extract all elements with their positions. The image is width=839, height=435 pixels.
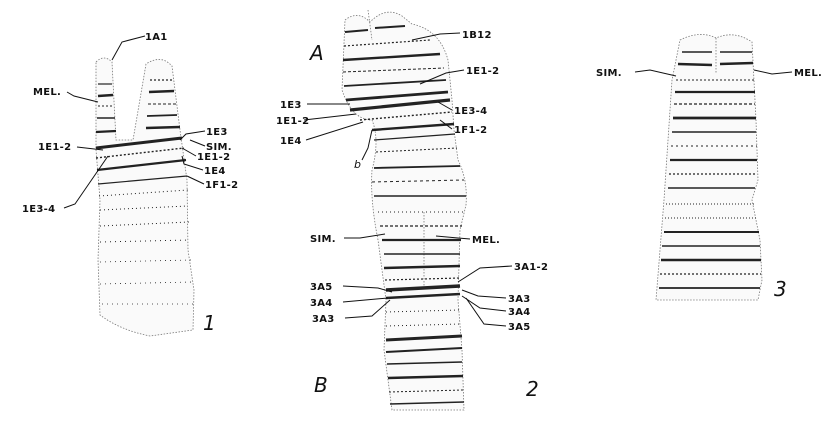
figure-2-label: 1E3-4	[454, 106, 487, 117]
figure-2-number: 2	[526, 377, 539, 401]
figure-2-label: 1B12	[462, 30, 492, 41]
figure-2-label: 3A1-2	[514, 262, 548, 273]
figure-2-label: 3A3	[312, 314, 335, 325]
figure-2-label: SIM.	[310, 234, 336, 245]
mark-label-b: b	[354, 158, 361, 171]
figure-1-label: 1E3	[206, 127, 228, 138]
figure-2-label: 3A4	[310, 298, 333, 309]
figure-3-label-mel: MEL.	[794, 68, 822, 79]
figure-2-label: 1E1-2	[466, 66, 499, 77]
figure-1-label: 1A1	[145, 32, 168, 43]
section-label-a: A	[308, 41, 324, 65]
figure-2-label: 1F1-2	[454, 125, 487, 136]
figure-3-label-sim: SIM.	[596, 68, 622, 79]
figure-1: 1A1 MEL. 1E3 SIM. 1E1-2 1E1-2 1E4 1F1-2 …	[22, 32, 238, 336]
chromosome-1-outline	[96, 58, 194, 336]
figure-2-label: 1E4	[280, 136, 302, 147]
figure-1-number: 1	[203, 311, 216, 335]
figure-1-label: 1E1-2	[197, 152, 230, 163]
figure-1-label: 1E1-2	[38, 142, 71, 153]
figure-3: SIM. MEL. 3	[596, 34, 822, 301]
figure-2-label: 3A5	[508, 322, 531, 333]
figure-2: 1B12 1E1-2 1E3 1E3-4 1E1-2 1F1-2 1E4 SIM…	[276, 10, 548, 410]
figure-2-label: 3A3	[508, 294, 531, 305]
figure-1-label: 1F1-2	[205, 180, 238, 191]
figure-2-label: MEL.	[472, 235, 500, 246]
section-label-b: B	[314, 373, 328, 397]
figure-2-label: 1E1-2	[276, 116, 309, 127]
figure-1-label: 1E4	[204, 166, 226, 177]
figure-1-label: 1E3-4	[22, 204, 55, 215]
figure-2-label: 3A5	[310, 282, 333, 293]
figure-3-number: 3	[774, 277, 787, 301]
figure-2-label: 1E3	[280, 100, 302, 111]
figure-2-label: 3A4	[508, 307, 531, 318]
figure-1-label: MEL.	[33, 87, 61, 98]
